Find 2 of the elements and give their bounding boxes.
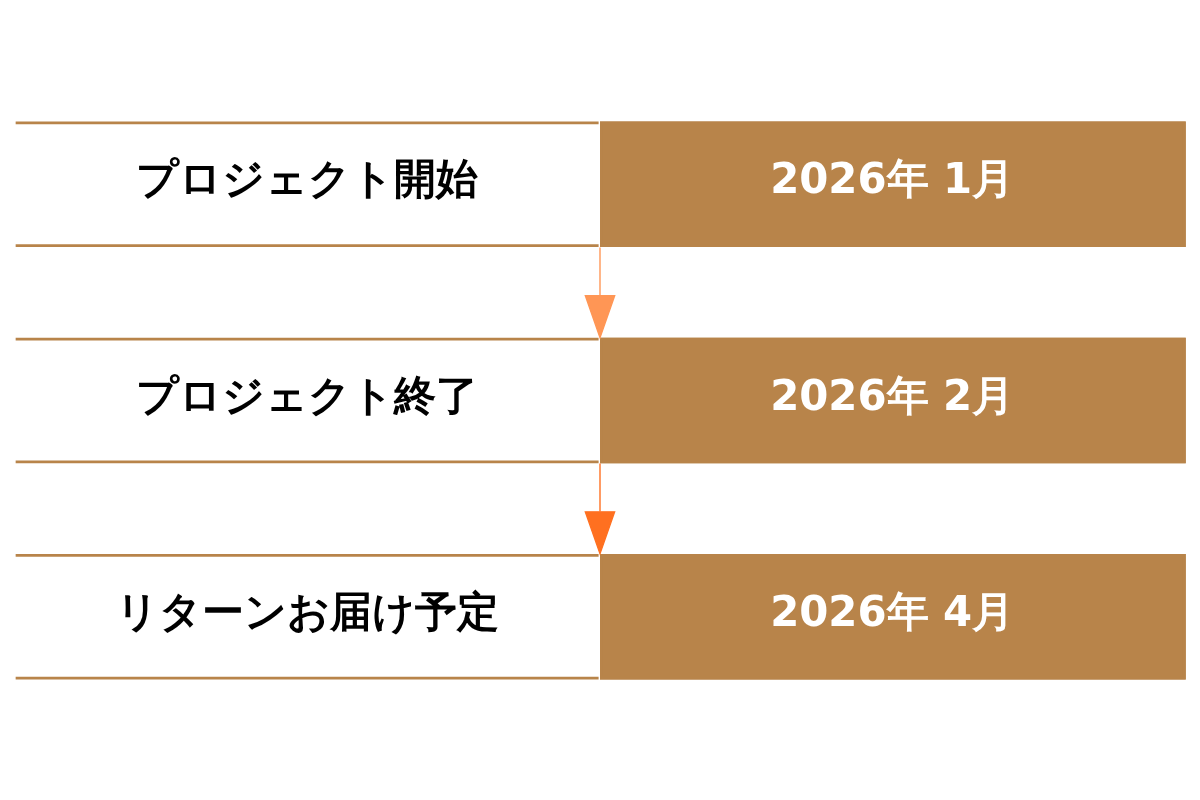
arrow [584, 462, 616, 556]
arrow [584, 246, 616, 340]
